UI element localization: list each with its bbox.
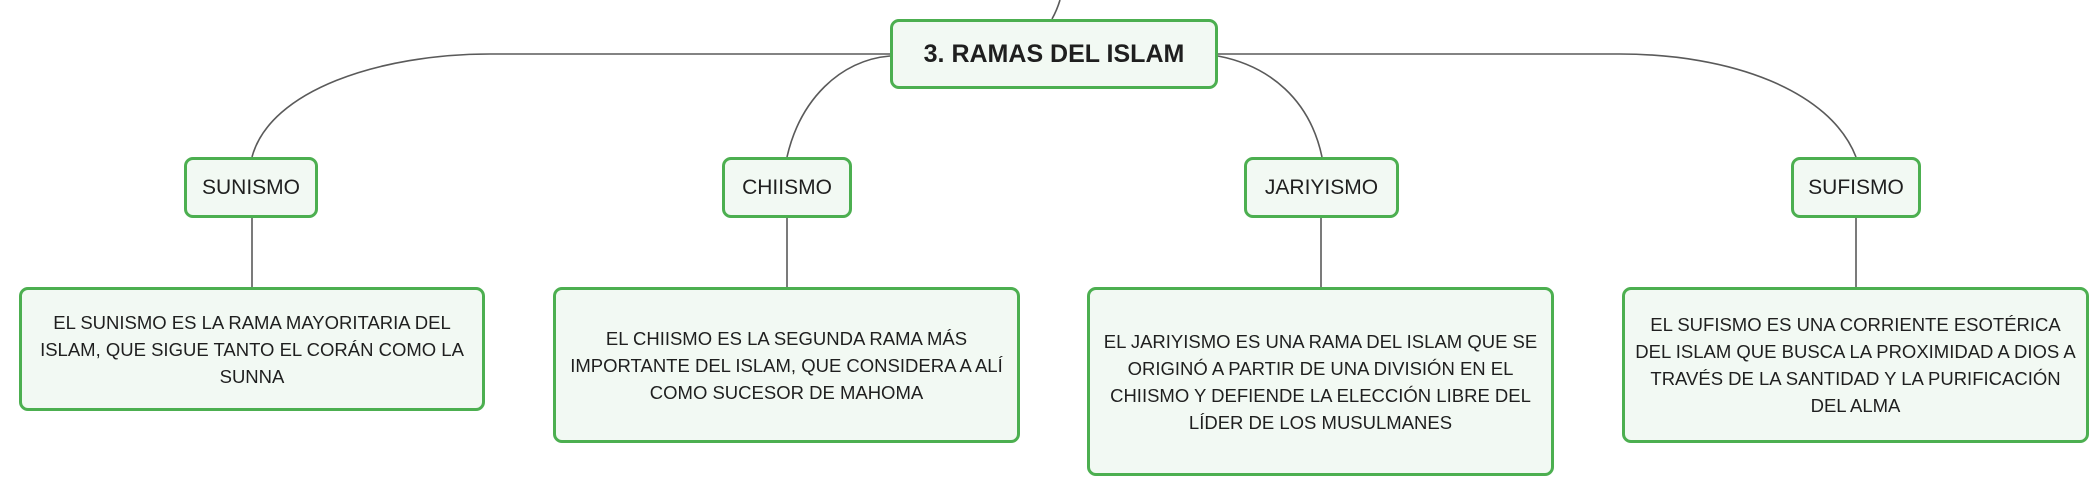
- description-text: EL CHIISMO ES LA SEGUNDA RAMA MÁS IMPORT…: [570, 327, 1003, 403]
- description-text: EL SUFISMO ES UNA CORRIENTE ESOTÉRICA DE…: [1635, 314, 2076, 416]
- description-sunismo[interactable]: EL SUNISMO ES LA RAMA MAYORITARIA DEL IS…: [19, 287, 485, 411]
- description-jariyismo[interactable]: EL JARIYISMO ES UNA RAMA DEL ISLAM QUE S…: [1087, 287, 1554, 476]
- description-text: EL SUNISMO ES LA RAMA MAYORITARIA DEL IS…: [40, 311, 464, 387]
- connector-root-jariyismo: [1217, 55, 1323, 158]
- description-chiismo[interactable]: EL CHIISMO ES LA SEGUNDA RAMA MÁS IMPORT…: [553, 287, 1020, 443]
- branch-chiismo[interactable]: CHIISMO: [722, 157, 852, 218]
- branch-label: SUFISMO: [1808, 175, 1904, 199]
- branch-label: CHIISMO: [742, 175, 832, 199]
- parent-connector: [1051, 0, 1061, 20]
- branch-sufismo[interactable]: SUFISMO: [1791, 157, 1921, 218]
- connector-root-chiismo: [786, 55, 891, 158]
- connector-root-sufismo: [1218, 53, 1857, 158]
- root-topic[interactable]: 3. RAMAS DEL ISLAM: [890, 19, 1218, 89]
- connector-root-sunismo: [251, 53, 890, 158]
- root-topic-label: 3. RAMAS DEL ISLAM: [923, 39, 1185, 68]
- description-text: EL JARIYISMO ES UNA RAMA DEL ISLAM QUE S…: [1103, 330, 1538, 433]
- description-sufismo[interactable]: EL SUFISMO ES UNA CORRIENTE ESOTÉRICA DE…: [1622, 287, 2089, 443]
- branch-sunismo[interactable]: SUNISMO: [184, 157, 318, 218]
- branch-label: JARIYISMO: [1264, 175, 1379, 199]
- branch-label: SUNISMO: [201, 175, 300, 199]
- branch-jariyismo[interactable]: JARIYISMO: [1244, 157, 1399, 218]
